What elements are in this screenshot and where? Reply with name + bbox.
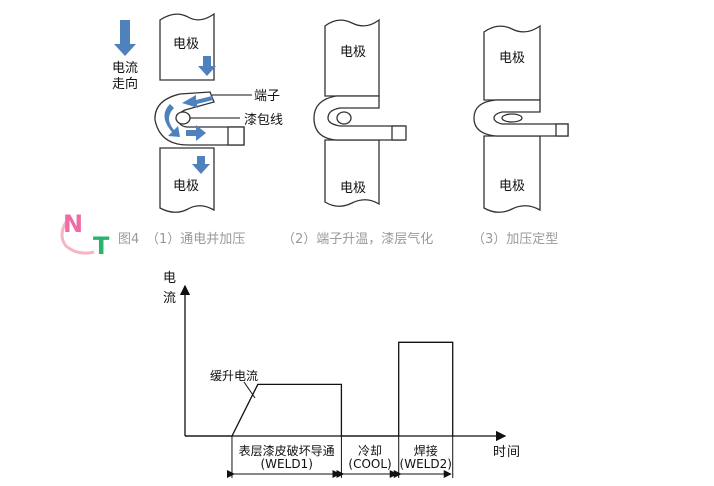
top-electrode (159, 12, 215, 81)
current-time-chart: 电 流 时 间 缓升电流 表层漆皮破坏导通(WELD1) 冷却(COOL) 焊接(W… (163, 271, 520, 478)
arrow-down-icon (198, 56, 216, 76)
phase-code: (COOL) (348, 457, 391, 471)
terminal-bend (313, 95, 405, 141)
y-axis-label-2: 流 (163, 291, 176, 306)
panel-2: 电极 电极 (313, 18, 407, 207)
top-electrode (483, 24, 541, 101)
current-direction-arrow-icon (114, 20, 136, 56)
bottom-electrode (483, 135, 541, 213)
x-axis-label-2: 间 (507, 445, 520, 460)
legend-label-line1: 电流 (112, 61, 138, 76)
enameled-wire (336, 111, 352, 125)
logo-arc (60, 221, 95, 255)
current-direction-legend: 电流 走向 (112, 20, 138, 92)
top-electrode (324, 18, 380, 97)
bottom-electrode-label: 电极 (499, 179, 525, 194)
arrow-down-icon (192, 156, 210, 174)
current-flow-arrows (164, 56, 216, 174)
arrow-curve-icon (164, 104, 180, 137)
top-electrode-label: 电极 (340, 45, 366, 60)
y-axis-label-1: 电 (163, 271, 176, 286)
legend-label-line2: 走向 (112, 76, 138, 92)
caption-step1: （1）通电并加压 (146, 232, 245, 247)
phase-code: (WELD1) (261, 457, 313, 471)
nt-logo: N T (60, 210, 110, 260)
terminal-tail (227, 126, 245, 146)
bottom-electrode-label: 电极 (173, 179, 199, 194)
top-electrode-label: 电极 (173, 37, 199, 52)
bottom-electrode-label: 电极 (340, 181, 366, 196)
caption-step3: （3）加压定型 (472, 232, 558, 247)
terminal-bend (473, 99, 569, 137)
ramp-annotation: 缓升电流 (210, 369, 258, 383)
wire-label: 漆包线 (244, 112, 283, 128)
current-waveform (185, 341, 454, 437)
phase-dimension-lines: 表层漆皮破坏导通(WELD1) 冷却(COOL) 焊接(WELD2) (226, 436, 454, 478)
terminal-tail (391, 125, 407, 141)
x-axis-label-1: 时 (493, 445, 506, 460)
logo-letter-n: N (63, 210, 83, 238)
phase-name: 焊接 (414, 443, 438, 458)
arrow-right-icon (186, 125, 206, 141)
arrow-left-icon (182, 95, 213, 108)
enameled-wire (501, 113, 523, 123)
enameled-wire (175, 111, 191, 125)
bottom-electrode (324, 139, 380, 207)
phase-name: 冷却 (358, 444, 382, 458)
panel-3: 电极 电极 (473, 24, 569, 213)
annotation-leader (243, 381, 256, 399)
figure-number: 图4 (118, 232, 139, 247)
phase-name: 表层漆皮破坏导通 (239, 443, 335, 458)
caption-step2: （2）端子升温，漆层气化 (282, 231, 433, 247)
callouts: 端子 漆包线 (190, 89, 283, 128)
top-electrode-label: 电极 (499, 51, 525, 66)
phase-code: (WELD2) (400, 457, 452, 471)
terminal-tail (555, 123, 569, 137)
terminal-label: 端子 (254, 89, 280, 104)
logo-letter-t: T (93, 232, 110, 260)
